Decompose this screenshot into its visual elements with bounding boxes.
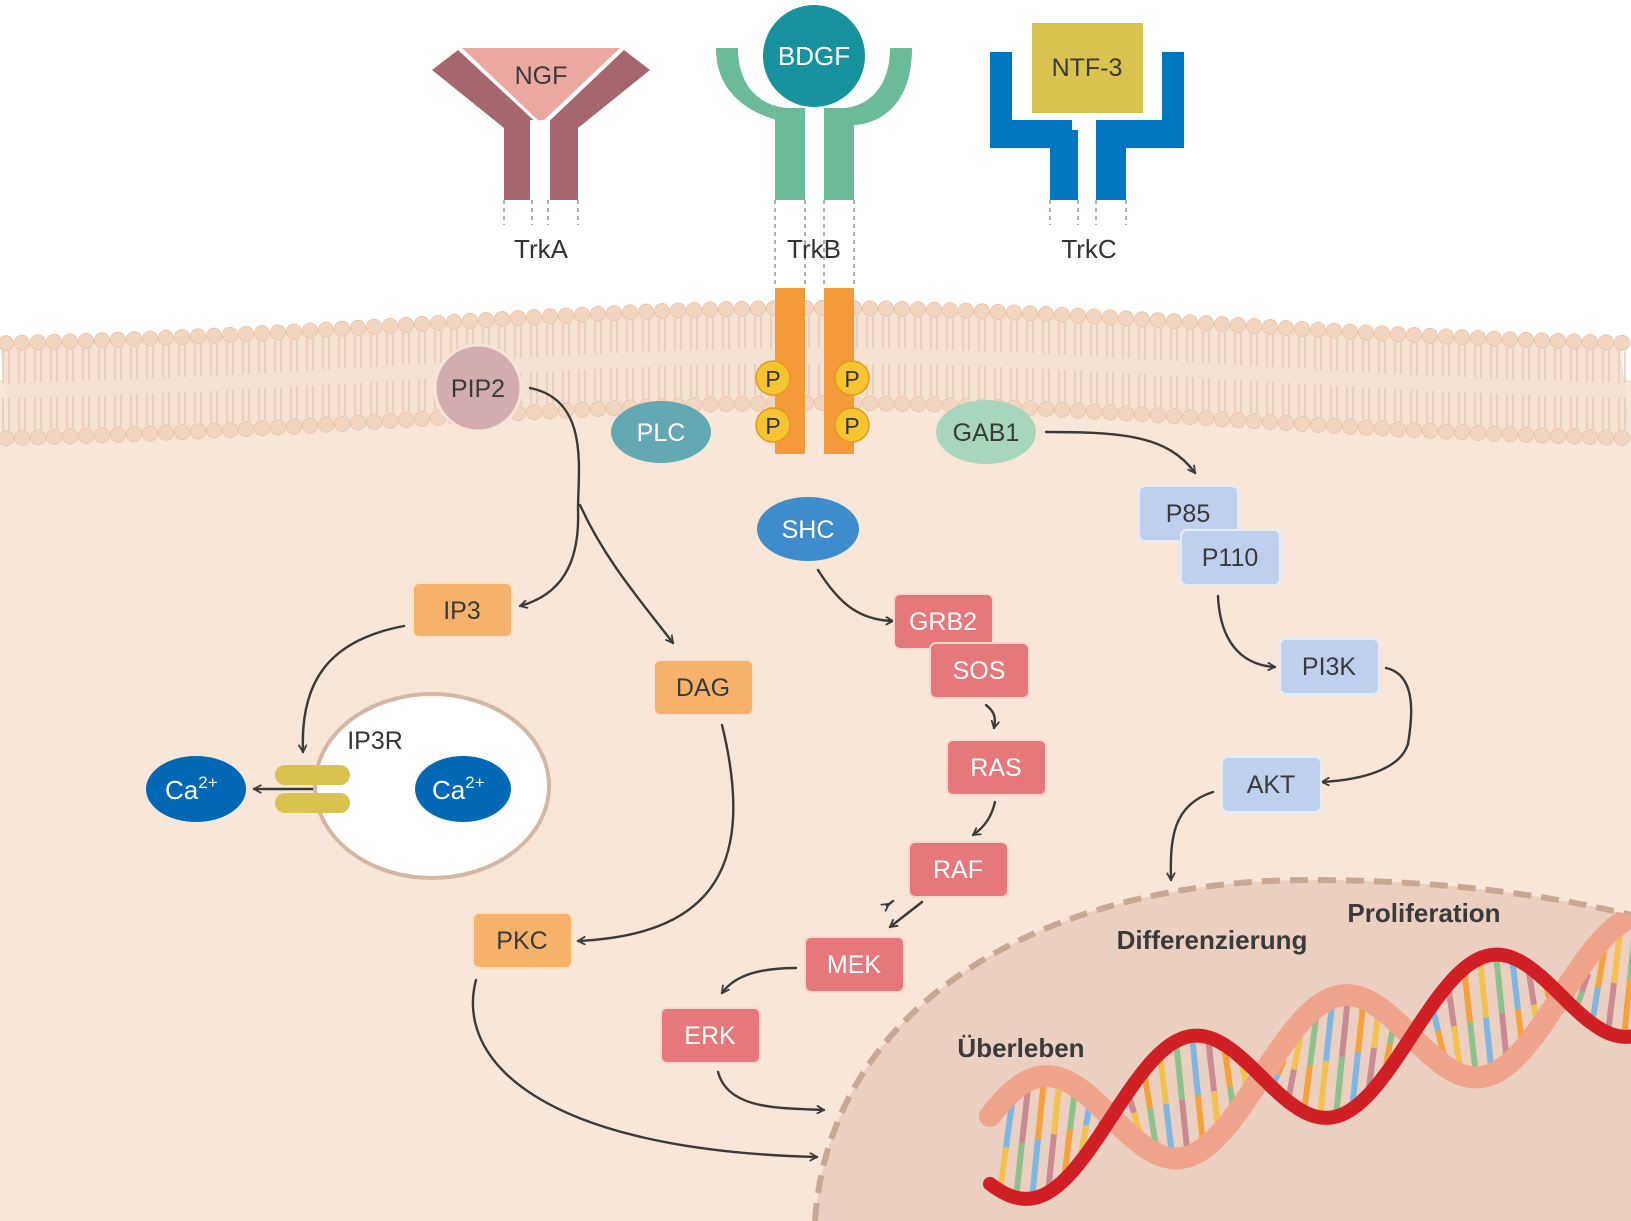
phosphate-groups: P P P P xyxy=(755,360,870,443)
arrow-sos-ras xyxy=(984,703,995,730)
shc-node xyxy=(757,497,859,561)
trkc-label: TrkC xyxy=(1061,234,1116,264)
cell-membrane xyxy=(0,300,1631,447)
bdgf-ligand xyxy=(763,5,865,107)
ngf-ligand xyxy=(462,48,620,123)
phospho-label: P xyxy=(765,413,780,439)
erk-node xyxy=(660,1007,761,1064)
gab1-label: GAB1 xyxy=(953,419,1020,447)
ngf-label: NGF xyxy=(515,62,568,90)
akt-node xyxy=(1221,756,1322,813)
arrow-raf-mek xyxy=(886,899,895,906)
raf-node xyxy=(908,841,1009,898)
bdgf-label: BDGF xyxy=(778,41,850,71)
plc-label: PLC xyxy=(637,419,686,447)
proliferation-label: Proliferation xyxy=(1347,898,1500,928)
pathway-arrows xyxy=(252,386,1413,1157)
pkc-label: PKC xyxy=(496,927,547,955)
dag-label: DAG xyxy=(676,674,730,702)
p110-node xyxy=(1180,529,1281,586)
calcium-inside-label: Ca2+ xyxy=(432,773,485,805)
trkb-label: TrkB xyxy=(787,234,841,264)
mek-node xyxy=(804,936,905,993)
raf-label: RAF xyxy=(933,856,983,884)
arrow-p110-pi3k xyxy=(1216,594,1277,667)
erk-label: ERK xyxy=(684,1022,736,1050)
phospho-label: P xyxy=(765,366,780,392)
arrow-ras-raf xyxy=(971,800,997,837)
pi3k-node xyxy=(1279,638,1380,695)
arrow-pip2-dag xyxy=(578,503,675,645)
ras-node xyxy=(946,739,1047,796)
pip2-node xyxy=(433,343,523,433)
ntf3-label: NTF-3 xyxy=(1052,54,1123,82)
gab1-node xyxy=(936,400,1036,464)
dag-node xyxy=(653,659,754,716)
shc-label: SHC xyxy=(782,516,835,544)
arrow-mek-erk xyxy=(720,966,798,995)
pkc-node xyxy=(472,912,573,969)
arrow-gab1-p85 xyxy=(1044,430,1197,475)
differentiation-label: Differenzierung xyxy=(1117,925,1308,955)
nuclear-envelope xyxy=(812,876,1631,1221)
trka-label: TrkA xyxy=(514,234,569,264)
arrow-shc-grb2 xyxy=(816,568,895,621)
calcium-outside-label: Ca2+ xyxy=(165,773,218,805)
ntf3-ligand xyxy=(1032,23,1143,113)
sos-node xyxy=(929,642,1030,699)
survival-label: Überleben xyxy=(957,1033,1084,1063)
p110-label: P110 xyxy=(1202,544,1259,572)
arrow-ip3-ip3r xyxy=(303,624,406,754)
arrow-pip2-ip3 xyxy=(518,386,581,606)
trkc-receptor xyxy=(990,23,1184,225)
trka-receptor xyxy=(432,48,650,225)
dna-double-helix xyxy=(979,904,1631,1206)
p85-label: P85 xyxy=(1166,500,1210,528)
pi3k-label: PI3K xyxy=(1302,653,1357,681)
arrow-raf-mek-line xyxy=(888,900,924,929)
mek-label: MEK xyxy=(827,951,882,979)
phospho-label: P xyxy=(844,413,859,439)
plc-node xyxy=(611,401,711,463)
arrow-pkc-nucleus xyxy=(471,978,819,1157)
pip2-label: PIP2 xyxy=(451,375,505,403)
ip3r-channel-top xyxy=(275,765,350,785)
calcium-inside-node xyxy=(415,756,511,822)
calcium-outside-node xyxy=(146,756,246,822)
ip3r-label: IP3R xyxy=(347,727,403,755)
arrow-dag-pkc xyxy=(576,723,735,941)
akt-label: AKT xyxy=(1247,771,1296,799)
ras-label: RAS xyxy=(970,754,1021,782)
ip3r-channel-bottom xyxy=(275,793,350,813)
ip3-node xyxy=(412,582,513,638)
phospho-label: P xyxy=(844,366,859,392)
sos-label: SOS xyxy=(953,657,1006,685)
arrow-pi3k-akt xyxy=(1320,666,1413,782)
grb2-label: GRB2 xyxy=(909,608,977,636)
arrow-akt-nucleus xyxy=(1171,790,1215,882)
arrow-erk-nucleus xyxy=(716,1070,826,1110)
ip3-label: IP3 xyxy=(443,597,481,625)
